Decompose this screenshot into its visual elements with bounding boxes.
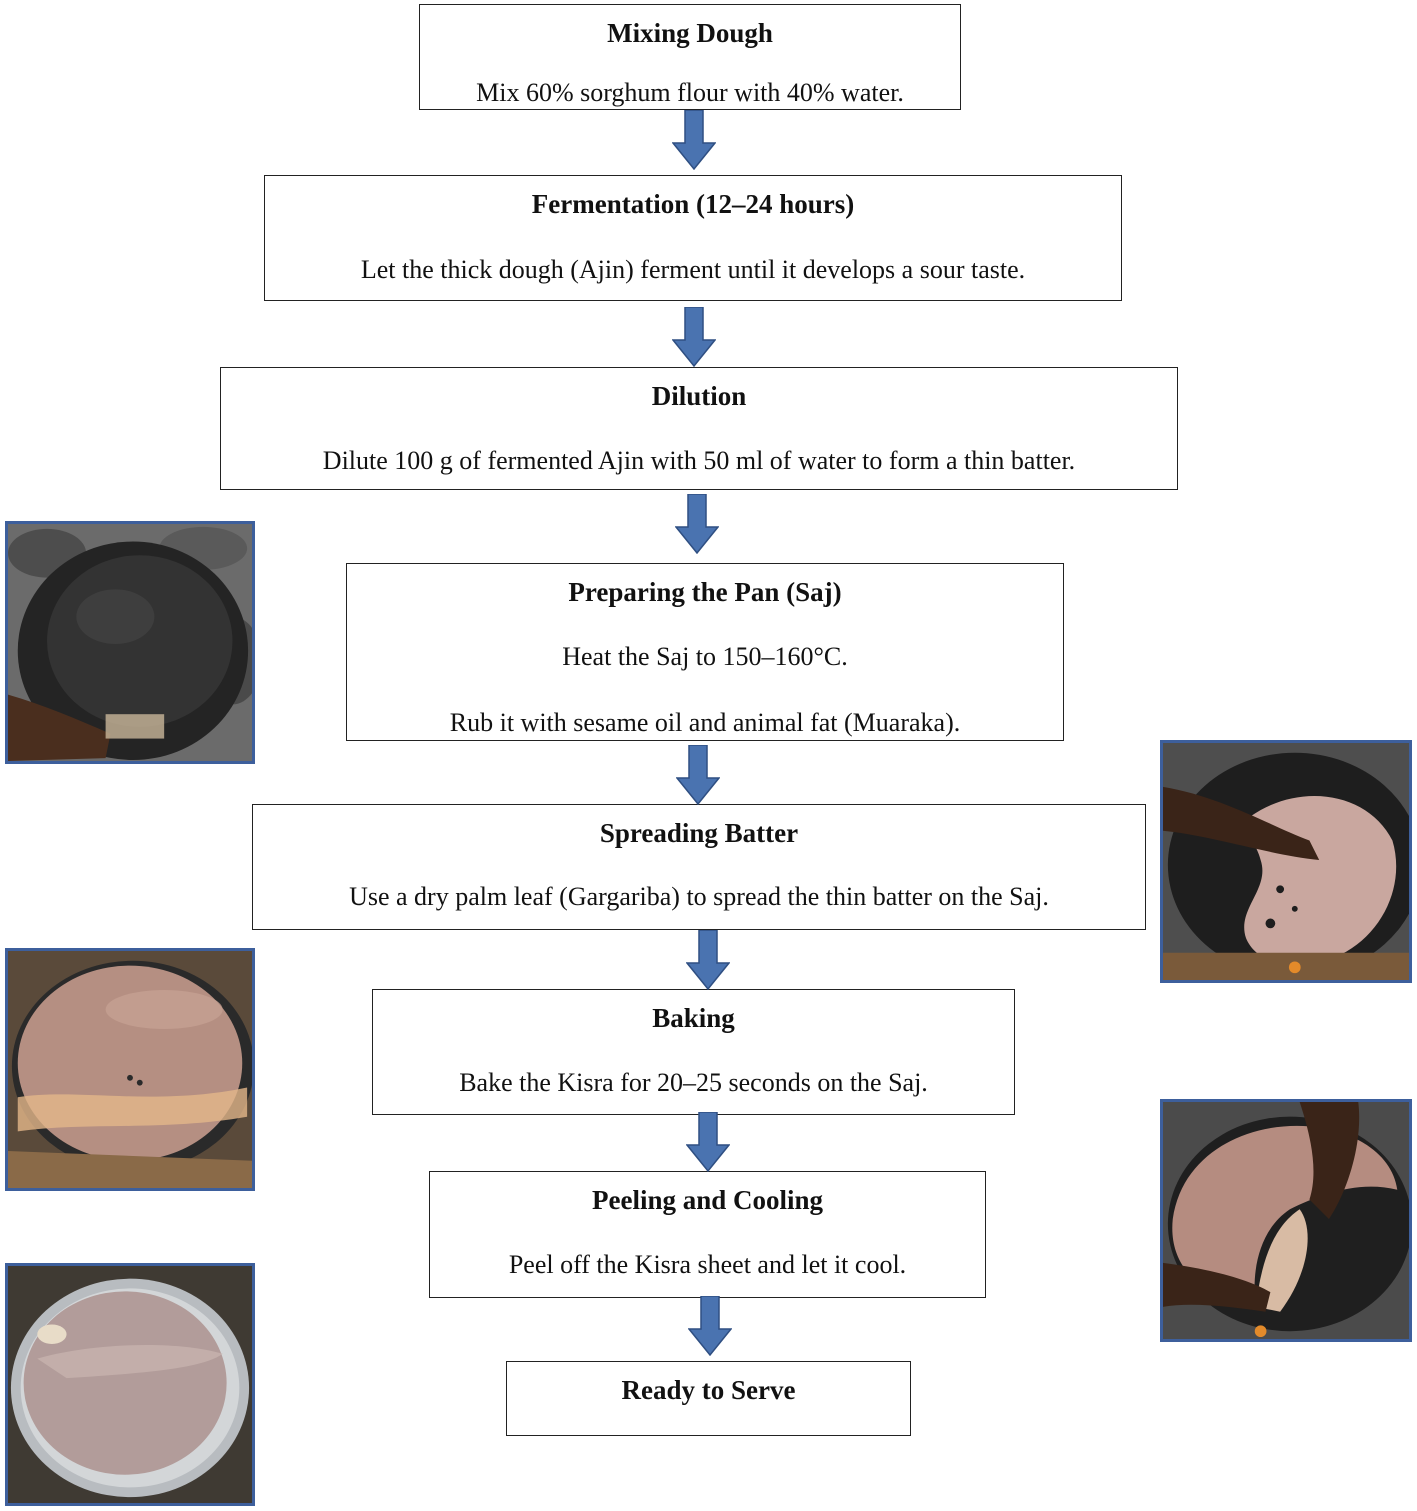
down-arrow-icon [675,494,719,554]
photo-baking-kisra [5,948,255,1191]
step-spreading-batter: Spreading Batter Use a dry palm leaf (Ga… [252,804,1146,930]
step-title: Preparing the Pan (Saj) [568,577,842,607]
down-arrow-icon [672,307,716,367]
photo-peeling-kisra [1160,1099,1412,1342]
step-mixing-dough: Mixing Dough Mix 60% sorghum flour with … [419,4,961,110]
step-title: Peeling and Cooling [591,1185,824,1215]
step-title: Fermentation (12–24 hours) [531,189,855,219]
step-title: Dilution [651,381,747,411]
down-arrow-icon [672,110,716,170]
step-baking: Baking Bake the Kisra for 20–25 seconds … [372,989,1015,1115]
photo-empty-saj [5,521,255,764]
step-description-rub: Rub it with sesame oil and animal fat (M… [449,708,961,737]
step-dilution: Dilution Dilute 100 g of fermented Ajin … [220,367,1178,490]
down-arrow-icon [686,1112,730,1172]
photo-spreading-batter [1160,740,1412,983]
step-peeling-cooling: Peeling and Cooling Peel off the Kisra s… [429,1171,986,1298]
step-description: Bake the Kisra for 20–25 seconds on the … [459,1068,928,1097]
down-arrow-icon [686,930,730,990]
step-description: Use a dry palm leaf (Gargariba) to sprea… [349,882,1049,911]
step-description-heat: Heat the Saj to 150–160°C. [562,642,848,671]
photo-ready-kisra [5,1263,255,1506]
step-description: Mix 60% sorghum flour with 40% water. [476,78,904,107]
step-description: Let the thick dough (Ajin) ferment until… [360,255,1026,284]
step-title: Mixing Dough [607,18,773,48]
step-ready-to-serve: Ready to Serve [506,1361,911,1436]
down-arrow-icon [688,1296,732,1356]
down-arrow-icon [676,745,720,805]
step-title: Baking [652,1003,735,1033]
step-title: Ready to Serve [621,1375,796,1405]
step-description: Peel off the Kisra sheet and let it cool… [508,1250,907,1279]
step-title: Spreading Batter [599,818,799,848]
step-description: Dilute 100 g of fermented Ajin with 50 m… [322,446,1076,475]
step-fermentation: Fermentation (12–24 hours) Let the thick… [264,175,1122,301]
step-preparing-pan: Preparing the Pan (Saj) Heat the Saj to … [346,563,1064,741]
